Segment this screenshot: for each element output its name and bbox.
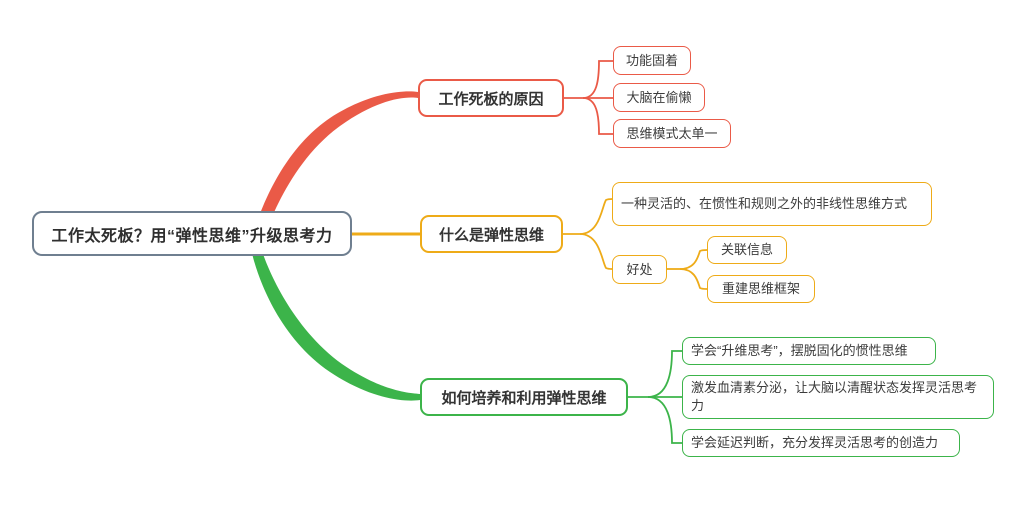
connector-root-to-branch-3 [252, 251, 420, 401]
leaf-node-3-3[interactable]: 学会延迟判断，充分发挥灵活思考的创造力 [682, 429, 960, 457]
branch-node-1[interactable]: 工作死板的原因 [418, 79, 564, 117]
leaf-node-3-2-label: 激发血清素分泌，让大脑以清醒状态发挥灵活思考力 [691, 380, 978, 413]
leaf-node-3-2[interactable]: 激发血清素分泌，让大脑以清醒状态发挥灵活思考力 [682, 375, 994, 419]
leaf-node-1-3[interactable]: 思维模式太单一 [613, 119, 731, 148]
branch-node-3-label: 如何培养和利用弹性思维 [441, 389, 607, 407]
leaf-node-2-2-1-label: 关联信息 [720, 242, 773, 258]
leaf-node-3-1[interactable]: 学会“升维思考”，摆脱固化的惯性思维 [682, 337, 936, 365]
leaf-node-2-2-label: 好处 [626, 261, 653, 277]
connector-branch-1-children [564, 60, 613, 135]
connector-branch-3-children [628, 350, 682, 444]
connector-benefit-children [667, 249, 708, 290]
leaf-node-2-2-1[interactable]: 关联信息 [707, 236, 787, 264]
root-node[interactable]: 工作太死板？用“弹性思维”升级思考力 [32, 211, 352, 256]
leaf-node-1-3-label: 思维模式太单一 [626, 125, 718, 141]
leaf-node-1-1[interactable]: 功能固着 [613, 46, 691, 75]
connector-branch-2-children [563, 198, 613, 270]
branch-node-2[interactable]: 什么是弹性思维 [420, 215, 563, 253]
leaf-node-1-2[interactable]: 大脑在偷懒 [613, 83, 705, 112]
branch-node-1-label: 工作死板的原因 [438, 90, 544, 108]
leaf-node-1-2-label: 大脑在偷懒 [626, 89, 692, 105]
branch-node-3[interactable]: 如何培养和利用弹性思维 [420, 378, 628, 416]
leaf-node-2-2-2-label: 重建思维框架 [721, 281, 800, 297]
leaf-node-2-1[interactable]: 一种灵活的、在惯性和规则之外的非线性思维方式 [612, 182, 932, 226]
leaf-node-2-2-2[interactable]: 重建思维框架 [707, 275, 815, 303]
leaf-node-3-3-label: 学会延迟判断，充分发挥灵活思考的创造力 [691, 435, 939, 451]
root-node-label: 工作太死板？用“弹性思维”升级思考力 [51, 227, 333, 245]
branch-node-2-label: 什么是弹性思维 [438, 226, 544, 244]
leaf-node-2-2[interactable]: 好处 [612, 255, 667, 284]
leaf-node-2-1-label: 一种灵活的、在惯性和规则之外的非线性思维方式 [621, 196, 908, 212]
leaf-node-3-1-label: 学会“升维思考”，摆脱固化的惯性思维 [691, 343, 908, 359]
leaf-node-1-1-label: 功能固着 [625, 52, 678, 68]
